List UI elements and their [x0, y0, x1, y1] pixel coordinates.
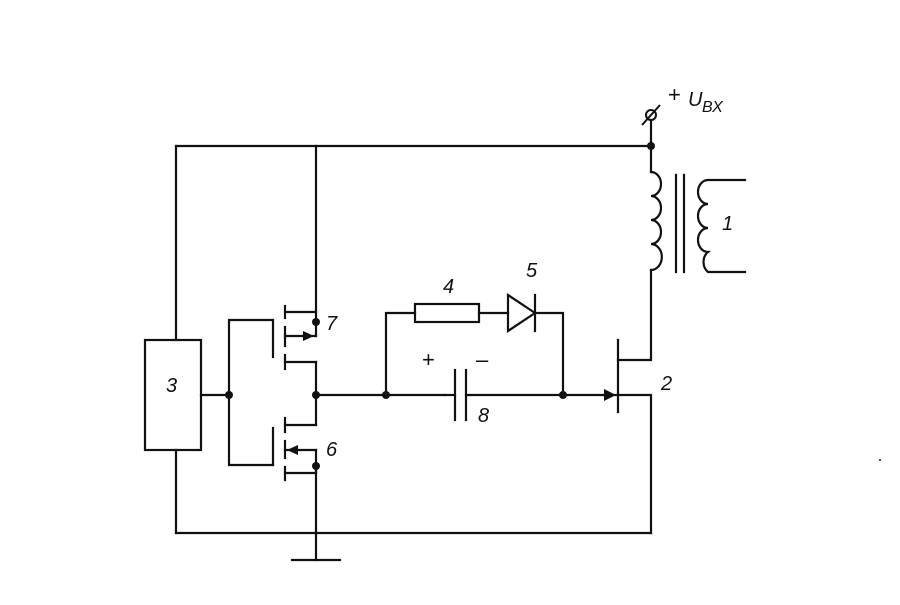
gate-bus-wire [227, 318, 275, 467]
capacitor: + – 8 [422, 347, 489, 427]
diode: 5 [506, 260, 538, 334]
capacitor-minus-sign: – [476, 347, 489, 372]
capacitor-plus-sign: + [422, 347, 435, 372]
input-voltage-subscript: ВХ [702, 99, 724, 116]
resistor: 4 [413, 276, 481, 324]
mosfet-upper: 7 [271, 144, 338, 397]
transistor-label: 2 [660, 373, 672, 395]
input-voltage-symbol: U [688, 89, 703, 111]
control-block: 3 [143, 338, 203, 452]
transformer: 1 [649, 144, 747, 274]
mosfet-lower-label: 6 [326, 439, 338, 461]
resistor-label: 4 [443, 276, 454, 298]
mosfet-upper-label: 7 [326, 313, 338, 335]
diode-label: 5 [526, 260, 538, 282]
transistor: 2 [604, 268, 672, 535]
control-block-label: 3 [166, 375, 177, 397]
input-plus-sign: + [668, 82, 681, 107]
input-terminal: + U ВХ [641, 82, 724, 148]
mosfet-lower: 6 [271, 393, 338, 482]
rd-right-wire [533, 311, 565, 397]
capacitor-label: 8 [478, 405, 489, 427]
junction-rd-right [559, 391, 567, 399]
rd-left-wire [384, 311, 417, 397]
ground-symbol [290, 464, 342, 562]
transformer-label: 1 [722, 213, 733, 235]
